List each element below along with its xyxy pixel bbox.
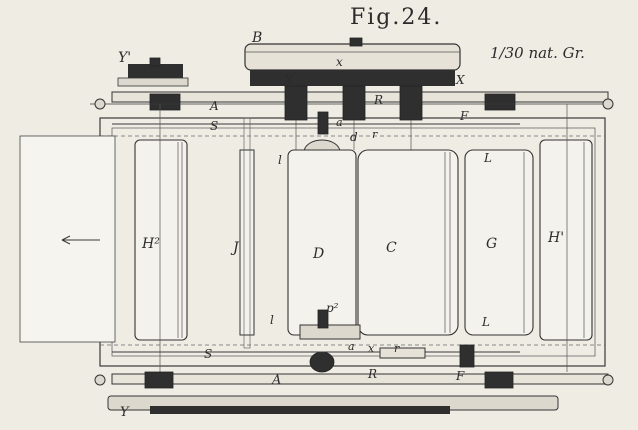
label-R-top: R	[373, 93, 383, 107]
gear-Y-prime	[117, 57, 189, 87]
label-F-top: F	[459, 109, 469, 123]
label-H1: H'	[547, 230, 564, 246]
bearing-blocks-top	[284, 85, 423, 150]
label-l-bottom: l	[270, 313, 274, 327]
label-l-top: l	[278, 153, 282, 167]
label-C: C	[386, 240, 397, 256]
label-D: D	[312, 246, 324, 262]
rail-A-bottom	[94, 371, 614, 389]
eccentric-p2	[299, 309, 361, 373]
label-a-bottom: a	[348, 340, 355, 353]
label-a-top: a	[336, 116, 343, 129]
gear-B	[244, 37, 461, 86]
part-labels: B Y' x X X A R S a d F r l L H² J D C G …	[118, 30, 564, 420]
label-X-right: X	[455, 73, 465, 87]
direction-arrow	[61, 235, 71, 245]
lower-linkage	[379, 344, 475, 368]
roll-D	[287, 149, 357, 336]
label-R-bottom: R	[367, 367, 377, 381]
label-J: J	[230, 240, 240, 256]
label-B: B	[251, 30, 262, 46]
label-x-bottom: x	[368, 342, 375, 355]
figure-scale: 1/30 nat. Gr.	[490, 44, 585, 62]
label-G: G	[486, 236, 497, 252]
label-d: d	[350, 130, 358, 144]
gear-Y	[107, 395, 559, 414]
label-Y-prime: Y'	[118, 50, 131, 66]
roll-H2	[134, 139, 188, 341]
label-A-bottom: A	[271, 373, 281, 388]
bar-J	[239, 117, 255, 349]
label-p2: p²	[326, 301, 339, 315]
roll-G	[464, 149, 534, 336]
label-r-bottom: r	[394, 342, 400, 355]
label-X-left: X	[283, 73, 293, 87]
label-Y: Y	[120, 405, 130, 420]
label-A-top: A	[209, 99, 219, 113]
label-x-top: x	[336, 55, 343, 69]
paper-web	[19, 135, 116, 343]
label-S-bottom: S	[204, 347, 212, 361]
roll-C	[357, 149, 459, 336]
label-H2: H²	[141, 236, 160, 252]
label-r-top: r	[372, 128, 378, 141]
label-F-bottom: F	[455, 369, 465, 383]
roll-H1	[539, 139, 593, 341]
label-S-top: S	[210, 119, 218, 133]
figure-title: Fig.24.	[350, 5, 442, 30]
label-L-bottom: L	[481, 315, 490, 329]
label-L-top: L	[483, 151, 492, 165]
